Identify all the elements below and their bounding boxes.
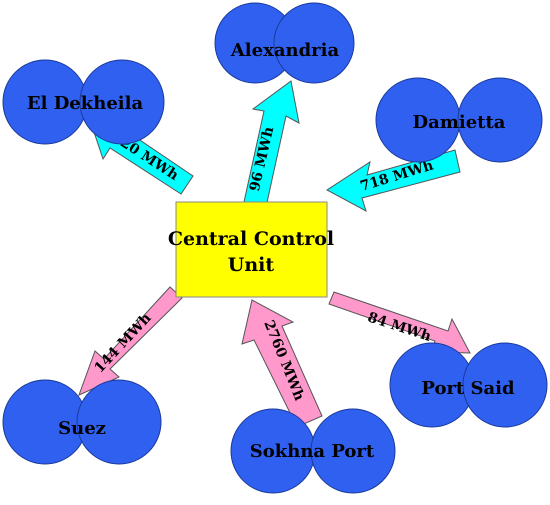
node-el-dekheila: El Dekheila <box>2 59 165 145</box>
central-box <box>175 201 328 298</box>
central-control-unit: Central Control Unit <box>168 201 334 298</box>
node-sokhna-port: Sokhna Port <box>230 408 396 494</box>
node-el-dekheila-label: El Dekheila <box>27 93 144 114</box>
flow-arrow-alexandria: 96 MWh <box>243 80 300 208</box>
port-nodes: Alexandria El Dekheila Damietta Suez Sok… <box>2 2 548 494</box>
flow-arrow-damietta: 718 MWh <box>326 149 461 213</box>
node-damietta: Damietta <box>375 77 543 163</box>
node-sokhna-port-label: Sokhna Port <box>250 441 375 462</box>
node-el-dekheila-right <box>79 59 165 145</box>
node-damietta-label: Damietta <box>413 112 506 133</box>
node-alexandria: Alexandria <box>214 2 355 84</box>
node-sokhna-port-right <box>310 408 396 494</box>
node-alexandria-right <box>273 2 355 84</box>
central-label-line2: Unit <box>228 254 275 276</box>
arrow-shape-alexandria <box>243 80 300 208</box>
node-suez-right <box>76 379 162 465</box>
node-alexandria-label: Alexandria <box>230 40 340 61</box>
central-label-line1: Central Control <box>168 228 334 250</box>
node-suez: Suez <box>2 379 162 465</box>
flow-arrow-suez: 144 MWh <box>78 286 183 396</box>
node-suez-label: Suez <box>58 418 106 439</box>
arrow-shape-damietta <box>326 149 461 213</box>
node-port-said: Port Said <box>389 342 548 428</box>
flow-arrow-sokhna-port: 2760 MWh <box>241 299 323 428</box>
node-port-said-label: Port Said <box>421 378 515 399</box>
flow-label-suez: 144 MWh <box>91 310 154 376</box>
flow-arrow-port-said: 84 MWh <box>328 291 471 354</box>
node-damietta-right <box>457 77 543 163</box>
node-port-said-right <box>462 342 548 428</box>
